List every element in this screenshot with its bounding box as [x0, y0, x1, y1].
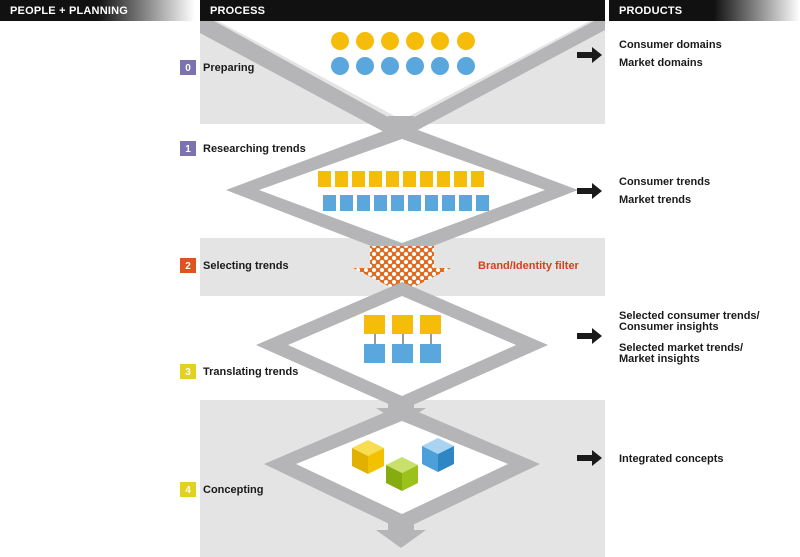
process-header: PROCESS: [200, 0, 605, 21]
market-trend-squares: [323, 195, 489, 211]
step-0: 0 Preparing: [180, 60, 254, 75]
step-3: 3 Translating trends: [180, 364, 298, 379]
arrow-down-4: [376, 522, 426, 548]
step-2-number: 2: [185, 261, 191, 272]
people-planning-header: PEOPLE + PLANNING: [0, 0, 195, 21]
product-market-trends: Market trends: [619, 194, 691, 206]
step-1-badge: [180, 141, 196, 156]
step-4: 4 Concepting: [180, 482, 264, 497]
step-3-number: 3: [185, 367, 191, 378]
products-step3: Selected consumer trends/ Consumer insig…: [619, 310, 760, 365]
product-arrow-4: [577, 450, 602, 466]
step-2-label: Selecting trends: [203, 260, 289, 272]
step-0-number: 0: [185, 63, 191, 74]
product-market-insights: Market insights: [619, 353, 700, 365]
green-concept-cube: [386, 457, 418, 491]
brand-filter-arrow: [353, 246, 451, 293]
step-4-badge: [180, 482, 196, 497]
preparing-funnel: [200, 21, 605, 140]
insight-connectors: [374, 333, 432, 344]
product-selected-consumer-trends: Selected consumer trends/: [619, 310, 760, 322]
product-selected-market-trends: Selected market trends/: [619, 342, 743, 354]
step-1-label: Researching trends: [203, 143, 306, 155]
market-domain-circles: [331, 57, 475, 75]
step-2: 2 Selecting trends: [180, 258, 289, 273]
product-consumer-insights: Consumer insights: [619, 321, 719, 333]
step-3-label: Translating trends: [203, 366, 298, 378]
product-consumer-domains: Consumer domains: [619, 39, 722, 51]
yellow-concept-cube: [352, 440, 384, 474]
products-step0: Consumer domains Market domains: [619, 39, 722, 69]
blue-concept-cube: [422, 438, 454, 472]
step-0-label: Preparing: [203, 62, 254, 74]
step-4-label: Concepting: [203, 484, 264, 496]
product-integrated-concepts: Integrated concepts: [619, 453, 724, 465]
products-header: PRODUCTS: [609, 0, 800, 21]
brand-identity-filter-label: Brand/Identity filter: [478, 260, 580, 272]
step-4-number: 4: [185, 485, 191, 496]
consumer-domain-circles: [331, 32, 475, 50]
step-2-badge: [180, 258, 196, 273]
step-1-number: 1: [185, 144, 191, 155]
step-0-badge: [180, 60, 196, 75]
step-3-badge: [180, 364, 196, 379]
product-consumer-trends: Consumer trends: [619, 176, 710, 188]
consumer-trend-squares: [318, 171, 484, 187]
market-insight-squares: [364, 344, 441, 363]
product-market-domains: Market domains: [619, 57, 703, 69]
product-arrow-3: [577, 328, 602, 344]
products-step1: Consumer trends Market trends: [619, 176, 710, 206]
product-arrow-0: [577, 47, 602, 63]
step-1: 1 Researching trends: [180, 141, 306, 156]
consumer-insight-squares: [364, 315, 441, 334]
product-arrows: [577, 47, 602, 466]
product-arrow-1: [577, 183, 602, 199]
products-step4: Integrated concepts: [619, 453, 724, 465]
